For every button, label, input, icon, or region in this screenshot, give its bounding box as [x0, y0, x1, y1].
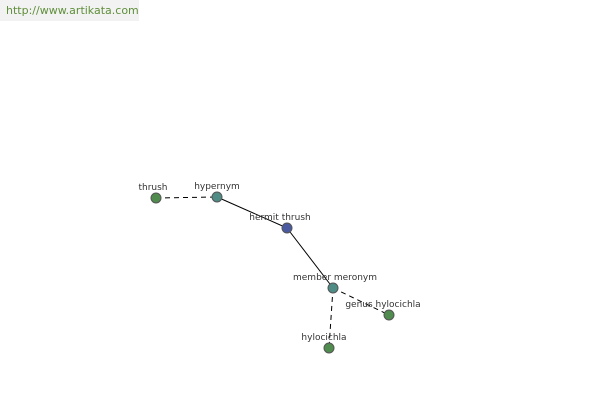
- edge-member-meronym-hylocichla: [328, 287, 334, 349]
- graph-edges: [155, 196, 390, 349]
- graph-nodes: [150, 191, 395, 354]
- node-label-thrush[interactable]: thrush: [138, 183, 167, 193]
- graph-labels: thrush hypernym hermit thrush member merony…: [138, 182, 420, 343]
- node-hypernym[interactable]: [211, 191, 223, 203]
- node-hylocichla[interactable]: [323, 342, 335, 354]
- node-hermit-thrush[interactable]: [281, 222, 293, 234]
- edge-member-meronym-genus-hylocichla: [332, 287, 390, 316]
- node-genus-hylocichla[interactable]: [383, 309, 395, 321]
- node-member-meronym[interactable]: [327, 282, 339, 294]
- node-label-genus-hylocichla[interactable]: genus hylocichla: [345, 300, 420, 310]
- edge-hypernym-hermit-thrush: [216, 196, 288, 229]
- node-label-hylocichla[interactable]: hylocichla: [301, 333, 346, 343]
- node-thrush[interactable]: [150, 192, 162, 204]
- watermark-url[interactable]: http://www.artikata.com: [0, 0, 139, 21]
- node-label-hypernym[interactable]: hypernym: [194, 182, 240, 192]
- edge-hermit-thrush-member-meronym: [286, 227, 334, 289]
- node-label-member-meronym[interactable]: member meronym: [293, 273, 377, 283]
- edge-thrush-hypernym: [155, 196, 218, 199]
- node-label-hermit-thrush[interactable]: hermit thrush: [249, 213, 310, 223]
